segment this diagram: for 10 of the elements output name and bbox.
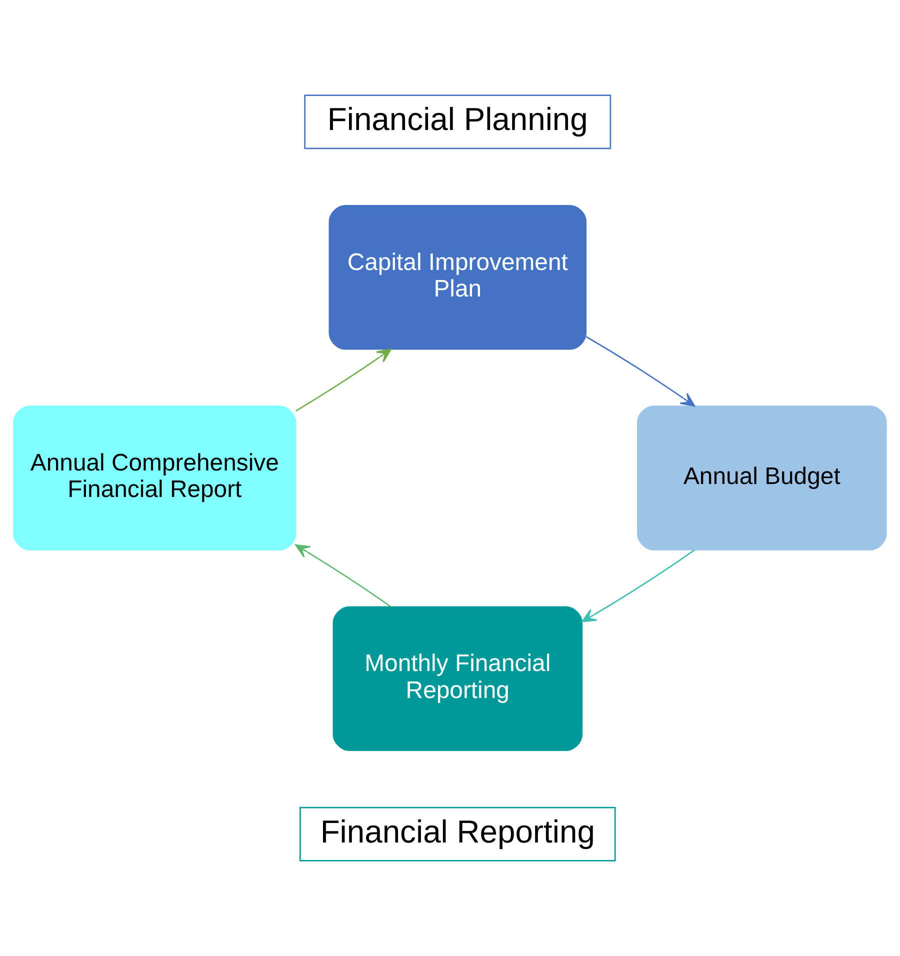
node-box: Monthly Financial Reporting — [332, 606, 583, 752]
arrow — [586, 336, 696, 407]
node-box: Financial Planning — [304, 94, 612, 150]
node-box: Financial Reporting — [300, 806, 616, 862]
arrow — [582, 549, 695, 622]
node-box: Capital Improvement Plan — [328, 204, 587, 350]
arrow — [295, 348, 392, 412]
node-box: Annual Budget — [637, 406, 887, 550]
node-box: Annual Comprehensive Financial Report — [13, 406, 296, 550]
arrow — [295, 544, 392, 608]
